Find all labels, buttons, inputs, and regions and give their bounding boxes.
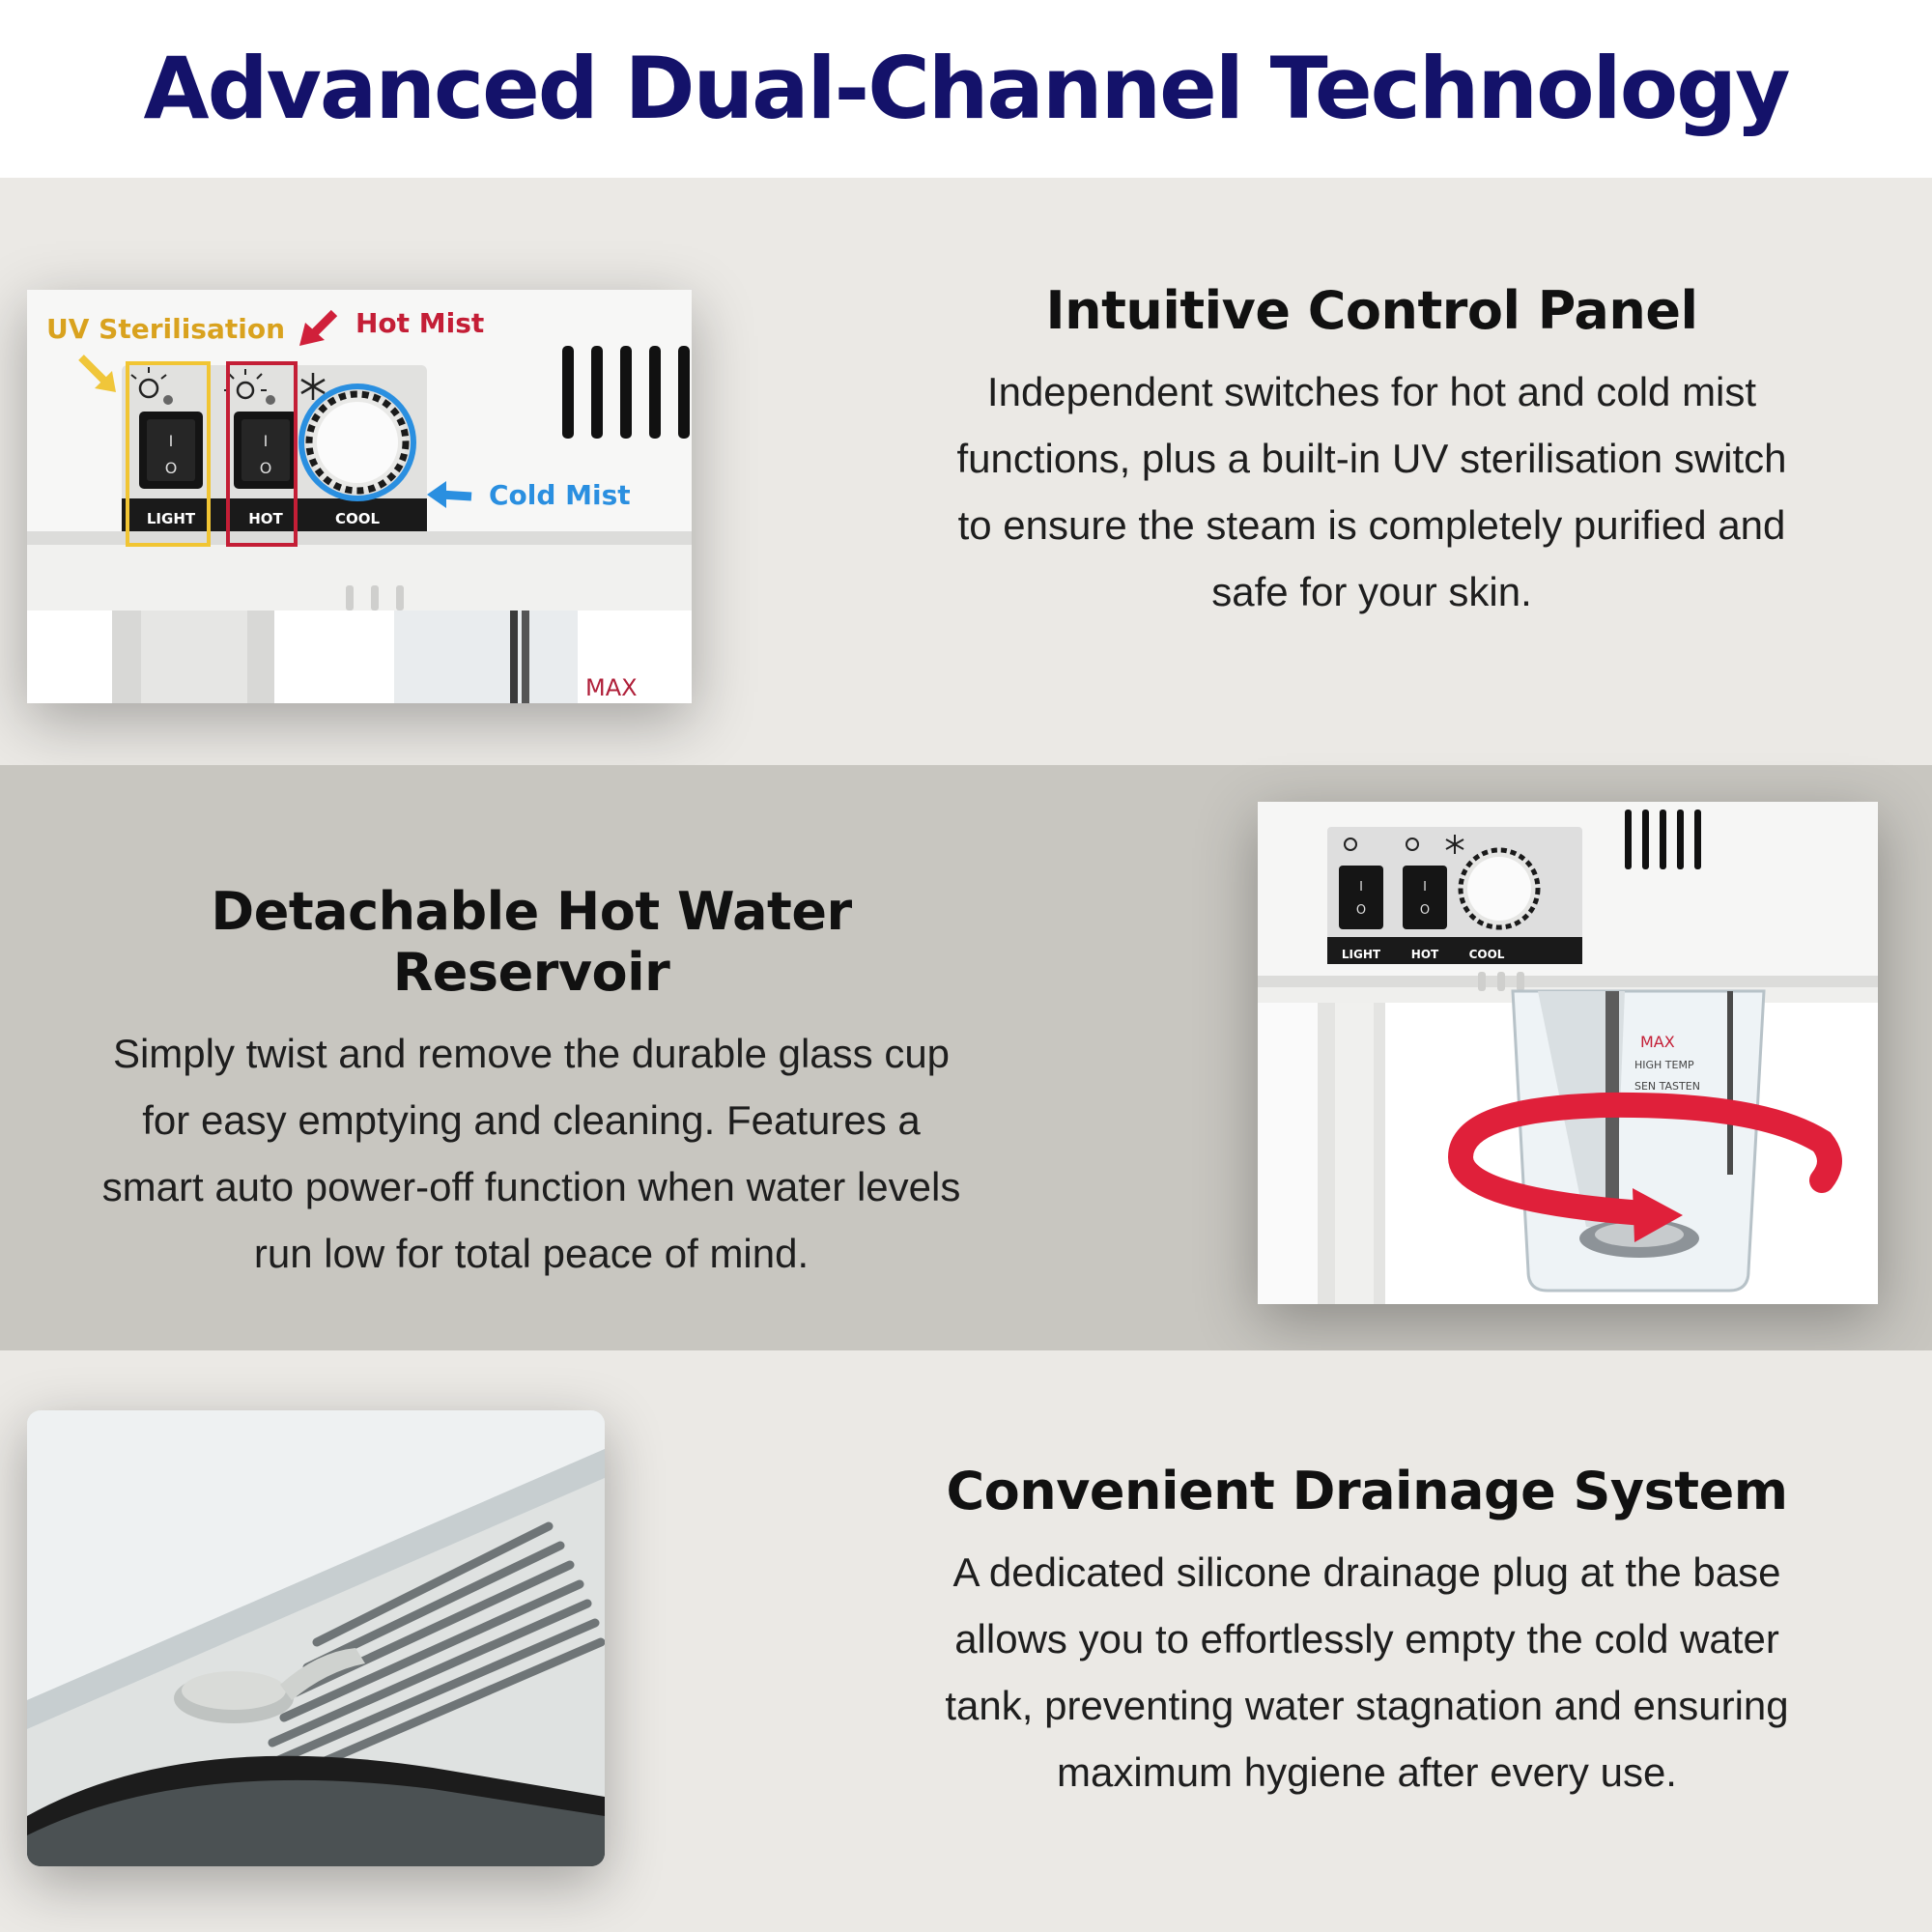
hot-switch-on: I [264, 432, 269, 450]
hot-switch-off: O [260, 459, 272, 477]
page-title: Advanced Dual-Channel Technology [143, 39, 1790, 138]
tasten-mark: SEN TASTEN [1634, 1080, 1700, 1093]
cold-mist-label: Cold Mist [489, 479, 631, 511]
light-switch-on: I [1359, 880, 1363, 895]
uv-light-icon [130, 367, 173, 405]
twist-arrow-icon [1447, 1092, 1842, 1242]
section-title: Detachable Hot Water Reservoir [211, 881, 852, 1003]
control-panel-photo: I O I O [27, 290, 692, 703]
high-temp-mark: HIGH TEMP [1634, 1059, 1694, 1071]
section-control-panel: I O I O [0, 178, 1932, 765]
hot-switch-off: O [1420, 903, 1430, 918]
hot-sun-icon [1406, 838, 1419, 851]
drainage-photo [27, 1410, 605, 1866]
max-mark: MAX [585, 674, 638, 701]
hot-mist-label: Hot Mist [355, 307, 484, 339]
section-description: A dedicated silicone drainage plug at th… [945, 1549, 1789, 1795]
section-drainage: Convenient Drainage System A dedicated s… [0, 1350, 1932, 1932]
glass-cup [1511, 989, 1766, 1293]
uv-arrow-icon [78, 355, 116, 392]
control-panel-text: Intuitive Control Panel Independent swit… [947, 280, 1797, 625]
switch-label-hot: HOT [1411, 948, 1439, 961]
max-mark: MAX [1640, 1033, 1675, 1051]
switch-label-cool: COOL [1469, 948, 1505, 961]
section-title: Convenient Drainage System [946, 1461, 1788, 1521]
cold-arrow-icon [427, 481, 472, 508]
section-reservoir: Detachable Hot Water Reservoir Simply tw… [0, 765, 1932, 1350]
light-switch-on: I [169, 432, 174, 450]
switch-label-hot: HOT [248, 510, 283, 527]
switch-label-cool: COOL [335, 510, 381, 527]
drainage-plug [174, 1648, 365, 1723]
drainage-text: Convenient Drainage System A dedicated s… [937, 1461, 1797, 1805]
switch-label-light: LIGHT [1342, 948, 1381, 961]
header: Advanced Dual-Channel Technology [0, 0, 1932, 178]
hot-arrow-icon [299, 309, 338, 346]
drainage-illustration [27, 1410, 605, 1866]
cool-snowflake-icon [300, 373, 326, 400]
light-switch-off: O [1356, 903, 1366, 918]
reservoir-photo: I O I O LIGHT HOT COOL [1258, 802, 1878, 1304]
vent-grille [246, 1521, 605, 1798]
section-title: Intuitive Control Panel [1045, 280, 1698, 341]
section-description: Independent switches for hot and cold mi… [956, 369, 1787, 614]
reservoir-illustration: I O I O LIGHT HOT COOL [1258, 802, 1878, 1304]
section-description: Simply twist and remove the durable glas… [101, 1031, 961, 1276]
control-panel-illustration: I O I O [27, 290, 692, 703]
hot-switch-on: I [1423, 880, 1427, 895]
cool-snowflake-icon [1445, 835, 1464, 854]
light-switch-off: O [165, 459, 178, 477]
uv-light-icon [1344, 838, 1357, 851]
cool-knob [298, 384, 416, 501]
uv-sterilisation-label: UV Sterilisation [46, 313, 285, 345]
switch-label-light: LIGHT [147, 510, 196, 527]
reservoir-text: Detachable Hot Water Reservoir Simply tw… [87, 881, 976, 1287]
